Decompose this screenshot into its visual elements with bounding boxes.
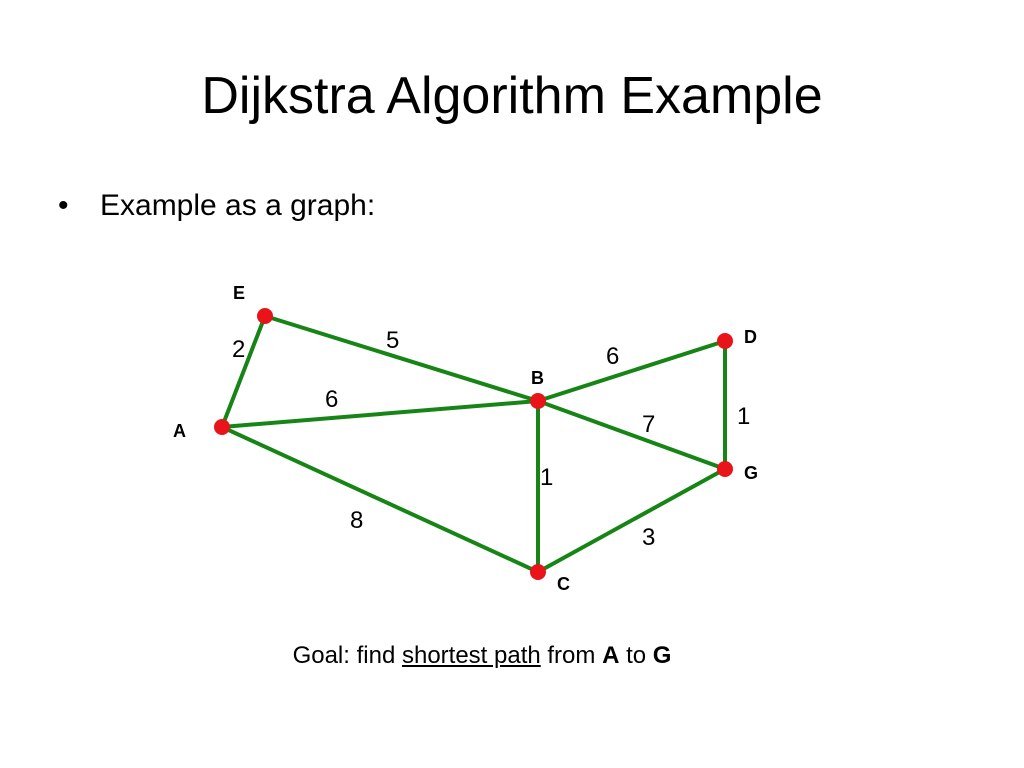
edge-a-b [220, 399, 540, 429]
node-label-d: D [744, 327, 757, 347]
goal-target: G [652, 642, 672, 669]
node-label-g: G [744, 463, 758, 483]
edge-b-d [536, 339, 727, 403]
edge-weights-layer: 2 5 6 8 6 7 1 1 3 [232, 327, 750, 551]
edge-weight-a-b: 6 [325, 386, 338, 413]
goal-prefix: Goal: find [292, 642, 402, 669]
goal-emphasis: shortest path [401, 642, 541, 669]
node-a [214, 419, 230, 435]
node-label-b: B [531, 368, 544, 388]
node-label-a: A [173, 421, 186, 441]
nodes-layer [214, 308, 733, 580]
edge-c-g [536, 467, 727, 574]
bullet-text: Example as a graph: [100, 189, 376, 222]
edge-weight-e-b: 5 [386, 327, 399, 354]
bullet-item: • Example as a graph: [58, 186, 375, 226]
node-g [717, 461, 733, 477]
goal-middle: from [540, 642, 603, 669]
edge-weight-c-g: 3 [642, 524, 655, 551]
edge-weight-a-e: 2 [232, 336, 245, 363]
edge-a-c [220, 425, 540, 574]
node-labels-layer: A B C D E G [173, 283, 758, 594]
node-e [257, 308, 273, 324]
node-d [717, 333, 733, 349]
node-label-c: C [557, 574, 570, 594]
edge-weight-b-d: 6 [606, 343, 619, 370]
bullet-marker: • [58, 189, 69, 222]
edges-layer [220, 314, 727, 574]
node-b [530, 393, 546, 409]
edge-weight-a-c: 8 [350, 507, 363, 534]
goal-statement: Goal: find shortest path from A to G [0, 638, 964, 674]
edge-e-b [263, 314, 540, 403]
goal-connector: to [619, 642, 653, 669]
goal-source: A [602, 642, 620, 669]
edge-a-e [220, 314, 267, 429]
edge-b-g [536, 399, 727, 471]
edge-weight-b-c: 1 [540, 464, 553, 491]
node-label-e: E [233, 283, 245, 303]
node-c [530, 564, 546, 580]
edge-weight-d-g: 1 [737, 403, 750, 430]
edge-weight-b-g: 7 [642, 411, 655, 438]
slide-title: Dijkstra Algorithm Example [201, 67, 823, 125]
